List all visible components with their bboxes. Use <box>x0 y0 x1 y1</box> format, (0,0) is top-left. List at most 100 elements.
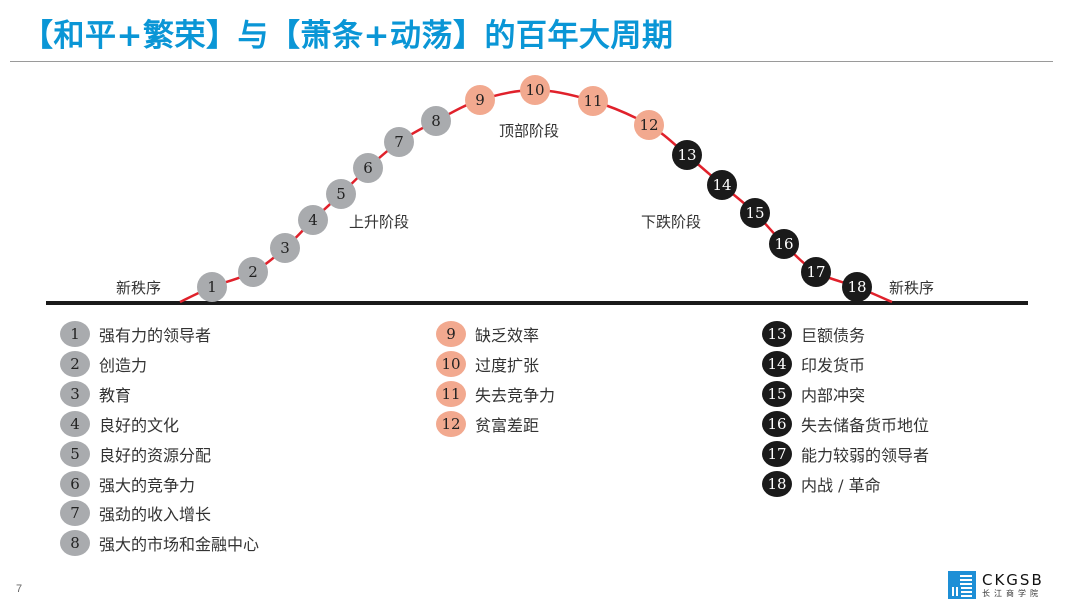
stage-number: 13 <box>677 146 696 164</box>
legend-badge: 16 <box>762 410 792 437</box>
legend-text: 创造力 <box>99 355 148 375</box>
legend-text: 失去储备货币地位 <box>801 415 930 435</box>
legend-text: 内部冲突 <box>801 385 866 405</box>
legend-text: 过度扩张 <box>475 355 540 375</box>
legend-badge: 3 <box>60 380 90 407</box>
legend-item: 5 良好的资源分配 <box>60 440 212 467</box>
stage-number: 8 <box>431 112 441 130</box>
legend-item: 12 贫富差距 <box>436 410 540 437</box>
slide-title: 【和平+繁荣】与【萧条+动荡】的百年大周期 <box>22 18 674 54</box>
stage-node-7: 7 <box>384 127 414 157</box>
stage-node-10: 10 <box>520 75 550 105</box>
logo-cn: 长江商学院 <box>982 588 1042 598</box>
stage-circle <box>707 170 737 200</box>
stage-node-1: 1 <box>197 272 227 302</box>
legend-item: 13 巨额债务 <box>762 321 865 347</box>
stage-node-18: 18 <box>842 272 872 302</box>
stage-node-15: 15 <box>740 198 770 228</box>
legend-text: 印发货币 <box>801 355 866 375</box>
page-number: 7 <box>16 583 23 595</box>
stage-number: 15 <box>745 204 764 222</box>
stage-number: 10 <box>525 81 544 99</box>
legend-item: 3 教育 <box>60 380 132 407</box>
stage-node-12: 12 <box>634 110 664 140</box>
stage-circle <box>842 272 872 302</box>
legend-badge: 11 <box>436 380 466 407</box>
stage-node-16: 16 <box>769 229 799 259</box>
label-new-order-right: 新秩序 <box>889 279 935 297</box>
stage-circle <box>578 86 608 116</box>
stage-circle <box>353 153 383 183</box>
stage-number: 9 <box>475 91 485 109</box>
title-divider <box>10 61 1053 62</box>
stage-number: 7 <box>394 133 404 151</box>
legend-item: 4 良好的文化 <box>60 410 180 437</box>
stage-circle <box>740 198 770 228</box>
stage-number: 17 <box>806 263 825 281</box>
legend-text: 良好的文化 <box>99 415 180 435</box>
stage-number: 4 <box>308 211 318 229</box>
legend-badge: 5 <box>60 440 90 467</box>
label-rising-phase: 上升阶段 <box>349 213 410 231</box>
legend-item: 14 印发货币 <box>762 350 866 377</box>
stage-circle <box>801 257 831 287</box>
stage-number: 14 <box>712 176 731 194</box>
stage-circle <box>465 85 495 115</box>
logo-en: CKGSB <box>982 570 1044 589</box>
legend-badge: 18 <box>762 470 792 497</box>
stage-number: 2 <box>248 263 258 281</box>
stage-circle <box>634 110 664 140</box>
legend-badge: 4 <box>60 410 90 437</box>
stage-node-5: 5 <box>326 179 356 209</box>
stage-node-9: 9 <box>465 85 495 115</box>
legend-text: 教育 <box>99 385 132 405</box>
stage-circle <box>384 127 414 157</box>
legend-text: 巨额债务 <box>801 326 866 345</box>
stage-circle <box>326 179 356 209</box>
stage-node-2: 2 <box>238 257 268 287</box>
stage-circle <box>672 140 702 170</box>
legend-badge: 1 <box>60 321 90 347</box>
stage-node-6: 6 <box>353 153 383 183</box>
legend-text: 能力较弱的领导者 <box>801 445 930 465</box>
legend-item: 1 强有力的领导者 <box>60 321 211 347</box>
stage-number: 6 <box>363 159 373 177</box>
legend-item: 15 内部冲突 <box>762 380 866 407</box>
legend-badge: 8 <box>60 530 90 557</box>
legend-badge: 12 <box>436 410 466 437</box>
legend-text: 缺乏效率 <box>475 326 540 345</box>
legend-text: 失去竞争力 <box>475 385 556 405</box>
label-top-phase: 顶部阶段 <box>499 122 560 140</box>
stage-node-17: 17 <box>801 257 831 287</box>
stage-circle <box>238 257 268 287</box>
legend-text: 内战 / 革命 <box>801 475 881 495</box>
stage-node-11: 11 <box>578 86 608 116</box>
legend-badge: 7 <box>60 500 90 527</box>
stage-circle <box>298 205 328 235</box>
legend-badge: 6 <box>60 470 90 497</box>
legend-text: 强有力的领导者 <box>99 326 212 345</box>
legend-item: 16 失去储备货币地位 <box>762 410 930 437</box>
ckgsb-logo: CKGSB 长江商学院 <box>948 571 1044 599</box>
stage-number: 12 <box>639 116 658 134</box>
legend-text: 良好的资源分配 <box>99 445 212 465</box>
stage-number: 1 <box>207 278 217 296</box>
legend-item: 18 内战 / 革命 <box>762 470 881 497</box>
legend-badge: 13 <box>762 321 792 347</box>
logo-mark-icon <box>948 571 976 599</box>
label-falling-phase: 下跌阶段 <box>641 213 702 231</box>
stage-circle <box>520 75 550 105</box>
label-new-order-left: 新秩序 <box>116 279 162 297</box>
legend-text: 贫富差距 <box>475 415 540 435</box>
legend-badge: 14 <box>762 350 792 377</box>
stage-circle <box>197 272 227 302</box>
legend-badge: 15 <box>762 380 792 407</box>
